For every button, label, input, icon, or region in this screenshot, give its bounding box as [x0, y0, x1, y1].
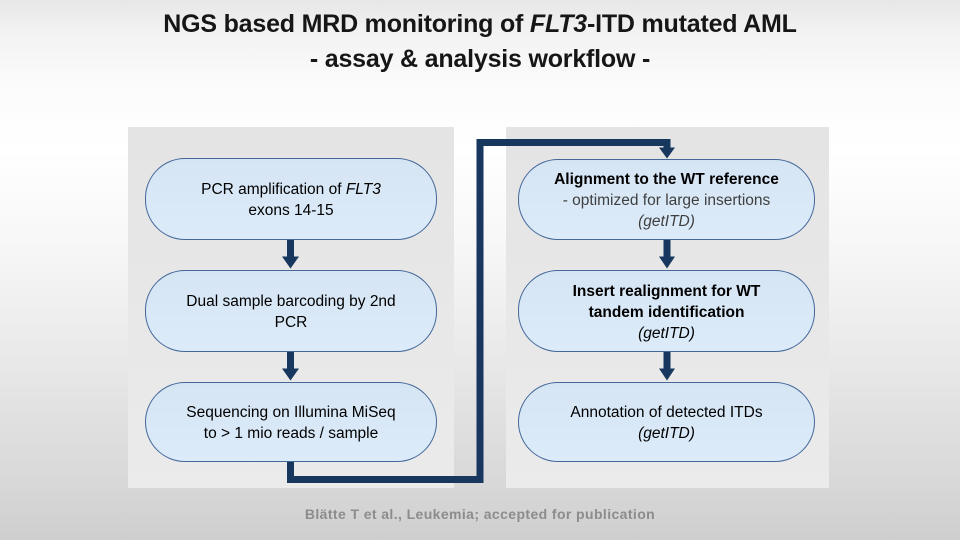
arrow-down-icon: [659, 368, 675, 381]
workflow-box-dual-sample-barcoding: Dual sample barcoding by 2nd PCR: [145, 270, 437, 352]
arrow-down-icon: [659, 147, 675, 159]
citation-text: Blätte T et al., Leukemia; accepted for …: [304, 506, 656, 522]
box-line: Alignment to the WT reference: [554, 171, 779, 188]
box-line: PCR amplification of FLT3: [201, 181, 381, 198]
box-line: PCR: [274, 314, 308, 331]
workflow-box-insert-realignment: Insert realignment for WT tandem identif…: [518, 270, 815, 352]
workflow-box-alignment: Alignment to the WT reference - optimize…: [518, 159, 815, 240]
arrow-down-icon: [282, 256, 299, 269]
box-line: Insert realignment for WT: [572, 282, 761, 300]
box-line: (getITD): [638, 425, 695, 442]
workflow-box-annotation: Annotation of detected ITDs (getITD): [518, 382, 815, 462]
box-line: Dual sample barcoding by 2nd: [186, 293, 396, 310]
box-line: exons 14-15: [248, 202, 334, 219]
workflow-box-sequencing: Sequencing on Illumina MiSeq to > 1 mio …: [145, 382, 437, 462]
box-line: Sequencing on Illumina MiSeq: [186, 404, 396, 421]
page-title: NGS based MRD monitoring of FLT3-ITD mut…: [0, 7, 960, 77]
box-line: to > 1 mio reads / sample: [203, 425, 379, 442]
arrow-down-icon: [282, 368, 299, 381]
connector-elbow: [287, 139, 671, 483]
title-line-1: NGS based MRD monitoring of FLT3-ITD mut…: [163, 10, 797, 38]
box-line: (getITD): [638, 324, 695, 342]
box-line: tandem identification: [588, 303, 745, 321]
workflow-box-pcr-amplification: PCR amplification of FLT3 exons 14-15: [145, 158, 437, 240]
title-line-2: - assay & analysis workflow -: [309, 45, 651, 73]
box-line: (getITD): [638, 213, 695, 230]
box-line: - optimized for large insertions: [562, 192, 771, 209]
arrow-down-icon: [659, 256, 675, 269]
box-line: Annotation of detected ITDs: [570, 404, 763, 421]
